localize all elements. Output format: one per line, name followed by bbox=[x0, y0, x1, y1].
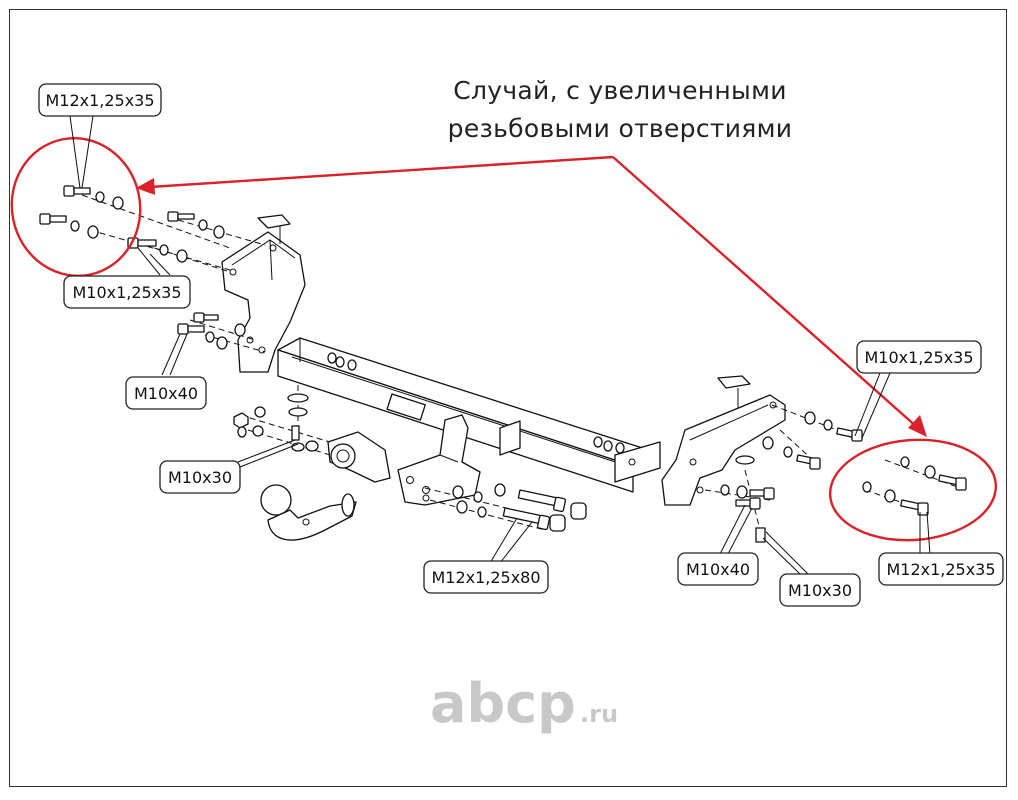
svg-text:M10x30: M10x30 bbox=[168, 468, 232, 487]
enlarged-threads-note: Случай, с увеличенными резьбовыми отверс… bbox=[448, 76, 793, 143]
center-bracket bbox=[397, 414, 481, 506]
bolt-head bbox=[63, 185, 75, 197]
svg-text:M10x40: M10x40 bbox=[134, 384, 198, 403]
watermark-main: abcp bbox=[430, 672, 576, 735]
arrow-right-line bbox=[612, 156, 919, 429]
label-top-left-m12: M12x1,25x35 bbox=[38, 83, 162, 117]
socket-plate bbox=[327, 431, 391, 483]
svg-text:M12x1,25x35: M12x1,25x35 bbox=[886, 560, 995, 579]
svg-text:M10x1,25x35: M10x1,25x35 bbox=[72, 283, 181, 302]
note-line-2: резьбовыми отверстиями bbox=[448, 114, 793, 143]
highlight-annotations bbox=[10, 137, 998, 542]
svg-text:M10x1,25x35: M10x1,25x35 bbox=[864, 348, 973, 367]
leader-lines bbox=[69, 115, 931, 575]
label-left-m10x30: M10x30 bbox=[159, 460, 241, 494]
label-right-m10-fine: M10x1,25x35 bbox=[856, 340, 982, 374]
label-right-m10x40: M10x40 bbox=[677, 552, 759, 586]
watermark-suffix: .ru bbox=[580, 700, 618, 728]
left-bracket bbox=[221, 214, 306, 373]
right-highlight-circle bbox=[828, 438, 998, 542]
abcp-watermark-logo: abcp .ru bbox=[430, 672, 618, 735]
label-center-m12x80: M12x1,25x80 bbox=[423, 560, 549, 594]
tow-ball bbox=[260, 484, 357, 541]
label-left-m10x40: M10x40 bbox=[125, 376, 207, 410]
arrow-right-head bbox=[908, 415, 927, 437]
svg-text:M12x1,25x80: M12x1,25x80 bbox=[431, 568, 540, 587]
label-right-m12: M12x1,25x35 bbox=[878, 552, 1004, 586]
note-line-1: Случай, с увеличенными bbox=[453, 76, 787, 105]
left-highlight-circle bbox=[10, 137, 142, 277]
svg-text:M12x1,25x35: M12x1,25x35 bbox=[45, 91, 154, 110]
arrow-left-line bbox=[149, 155, 614, 189]
fasteners bbox=[39, 185, 967, 543]
label-left-m10-fine: M10x1,25x35 bbox=[63, 275, 191, 309]
label-right-m10x30: M10x30 bbox=[779, 573, 861, 607]
diagram-frame bbox=[9, 9, 1007, 787]
right-bracket bbox=[614, 375, 786, 506]
svg-text:M10x40: M10x40 bbox=[686, 560, 750, 579]
arrow-left-head bbox=[136, 178, 155, 195]
svg-text:M10x30: M10x30 bbox=[788, 581, 852, 600]
